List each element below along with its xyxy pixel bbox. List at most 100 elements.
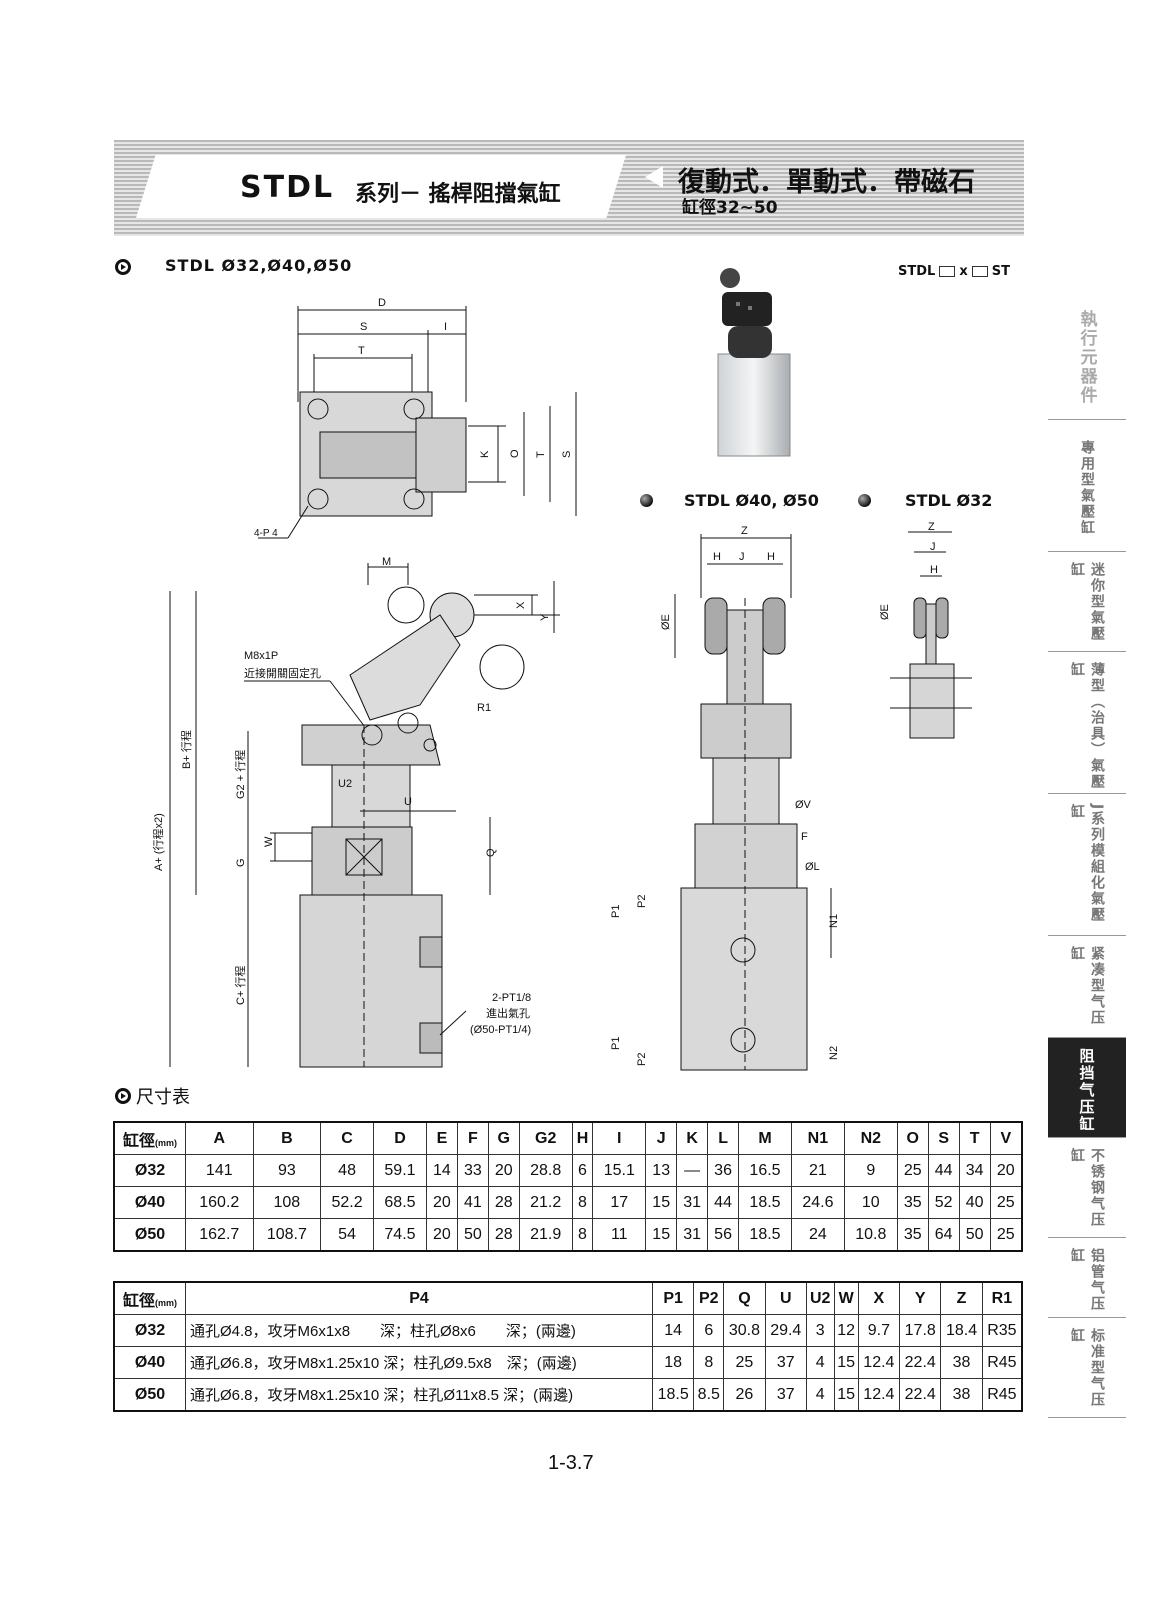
bore-label: 缸徑 [122,1132,155,1150]
sidenav-item[interactable]: 不锈钢气压缸 [1048,1138,1126,1238]
column-header: E [425,1121,458,1155]
dim-L: ØL [805,861,820,873]
top-view-drawing: D S I T K O T S 4-P 4 [254,297,577,539]
section-bullet-icon [115,259,131,275]
sidenav-item[interactable]: 迷你型氣壓缸 [1048,552,1126,652]
value-cell: 22.4 [899,1346,942,1379]
value-cell: 40 [958,1186,991,1219]
column-header: P1 [651,1281,695,1315]
column-header: X [857,1281,901,1315]
value-cell: 38 [940,1346,983,1379]
sidenav-item[interactable]: 紧凑型气压缸 [1048,936,1126,1038]
dim-E: ØE [660,614,672,630]
sidenav-item[interactable]: 阻挡气压缸 [1048,1038,1126,1138]
value-cell: 141 [185,1154,254,1187]
series-name: 系列－ 搖桿阻擋氣缸 [355,182,561,207]
page-number: 1-3.7 [548,1452,594,1474]
column-header: D [373,1121,427,1155]
column-header: B [252,1121,322,1155]
table-section-title: 尺寸表 [136,1087,190,1108]
column-header: N1 [790,1121,845,1155]
value-cell: 28 [487,1186,520,1219]
value-cell: 9 [843,1154,898,1187]
value-cell: 9.7 [857,1314,901,1347]
value-cell: 15 [645,1218,678,1252]
value-cell: 21.2 [518,1186,573,1219]
value-cell: 54 [320,1218,375,1252]
column-header: U2 [805,1281,835,1315]
dim-P1: P1 [610,905,622,918]
sidenav-item[interactable]: J系列模組化氣壓缸 [1048,794,1126,936]
value-cell: — [676,1154,709,1187]
value-cell: 93 [252,1154,322,1187]
sidenav-item-label: 執行元器件 [1076,310,1097,405]
front-view-drawing: Z H J H ØE ØV F ØL N1 N2 P1 P2 P1 P2 [610,525,840,1071]
dim-O: O [509,449,521,458]
front-view-32-drawing: Z J H ØE [879,521,972,739]
order-code-x: x [959,264,968,279]
value-cell: 50 [958,1218,991,1252]
order-code: STDL x ST [898,264,1010,279]
sidenav-item[interactable]: 标准型气压缸 [1048,1318,1126,1418]
dim-M: M [382,556,391,568]
value-cell: 35 [896,1186,929,1219]
value-cell: 6 [571,1154,594,1187]
value-cell: 8.5 [693,1378,725,1412]
value-cell: R45 [981,1346,1023,1379]
section-title: STDL Ø32,Ø40,Ø50 [165,256,353,275]
dim-N1: N1 [828,914,840,928]
value-cell: 24.6 [790,1186,845,1219]
sidenav-item-label: 紧凑型气压缸 [1069,946,1105,1026]
unit-label: (mm) [155,1137,177,1148]
value-cell: 25 [989,1186,1023,1219]
sidenav-item[interactable]: 薄型（治具）氣壓缸 [1048,652,1126,794]
sidenav-item-label: J系列模組化氣壓缸 [1069,804,1105,924]
view-bullet-icon [858,494,871,507]
value-cell: 12.4 [857,1378,901,1412]
column-header: T [958,1121,991,1155]
value-cell: 3 [805,1314,835,1347]
dim-Q: Q [485,848,497,857]
column-header: Q [723,1281,766,1315]
value-cell: 48 [320,1154,375,1187]
column-header: F [456,1121,489,1155]
column-header: G2 [518,1121,573,1155]
sidenav-item-label: 迷你型氣壓缸 [1069,562,1105,642]
value-cell: 34 [958,1154,991,1187]
value-cell: 18.5 [738,1186,792,1219]
value-cell: 18 [651,1346,695,1379]
value-cell: 12.4 [857,1346,901,1379]
dim-P4: 4-P 4 [254,528,278,539]
view-bullet-icon [640,494,653,507]
value-cell: 68.5 [373,1186,427,1219]
column-header: P4 [185,1281,653,1315]
side-view-drawing: M X Y M8x1P 近接開關固定孔 R1 U2 U W Q G G2 + 行… [152,556,560,1068]
value-cell: 10 [843,1186,898,1219]
bore-range: 缸徑32~50 [682,198,778,218]
dim-U: U [404,796,412,808]
sidenav-item[interactable]: 铝管气压缸 [1048,1238,1126,1318]
sidenav-item[interactable]: 執行元器件 [1048,300,1126,420]
value-cell: 15 [645,1186,678,1219]
dim-P2: P2 [636,895,648,908]
dim-H-32: H [930,564,938,576]
sidenav-item-label: 阻挡气压缸 [1077,1048,1096,1133]
value-cell: 20 [989,1154,1023,1187]
value-cell: 8 [571,1218,594,1252]
value-cell: 33 [456,1154,489,1187]
column-header: U [764,1281,807,1315]
view-b-title: STDL Ø32 [905,491,993,510]
column-header: V [989,1121,1023,1155]
value-cell: 108 [252,1186,322,1219]
dim-F: F [801,831,808,843]
value-cell: 25 [989,1218,1023,1252]
bore-cell: Ø40 [113,1186,186,1219]
value-cell: 14 [425,1154,458,1187]
sidenav-item[interactable]: 專用型氣壓缸 [1048,430,1126,552]
value-cell: 20 [487,1154,520,1187]
